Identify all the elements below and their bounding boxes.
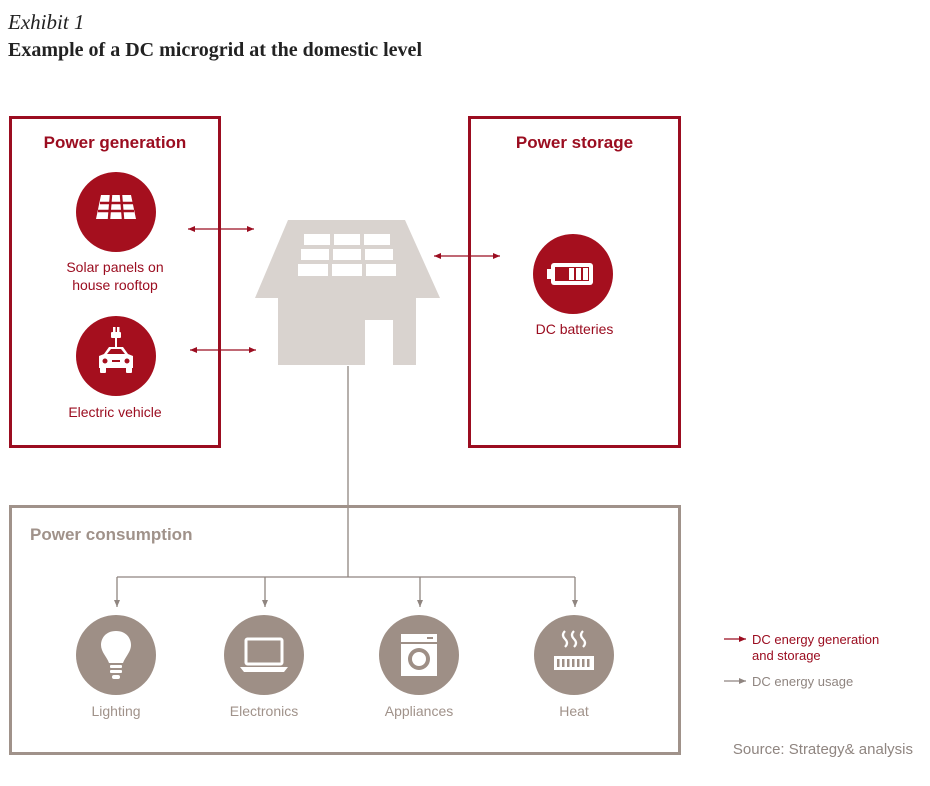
electric-car-icon xyxy=(99,327,133,373)
solar-label: Solar panels on house rooftop xyxy=(9,258,221,294)
electric-vehicle-label: Electric vehicle xyxy=(68,404,162,420)
power-consumption-title: Power consumption xyxy=(30,525,193,544)
heat-circle xyxy=(534,615,614,695)
electronics-label: Electronics xyxy=(229,703,299,719)
exhibit-label: Exhibit 1 xyxy=(8,10,85,34)
lightbulb-icon xyxy=(101,631,131,679)
lighting-circle xyxy=(76,615,156,695)
battery-icon xyxy=(547,263,593,285)
usage-tree xyxy=(114,366,578,607)
appliances-label: Appliances xyxy=(384,703,454,719)
solar-label-line1: Solar panels on xyxy=(66,259,164,275)
laptop-icon xyxy=(240,637,288,672)
electric-vehicle-circle xyxy=(76,316,156,396)
solar-panel-icon xyxy=(96,194,136,220)
source-note: Source: Strategy& analysis xyxy=(732,741,913,758)
heat-label: Heat xyxy=(559,703,589,719)
house-icon xyxy=(255,220,440,365)
legend-generation-storage: DC energy generation and storage xyxy=(752,632,879,664)
page-title: Example of a DC microgrid at the domesti… xyxy=(8,39,422,61)
washing-machine-icon xyxy=(401,634,437,676)
lighting-label: Lighting xyxy=(91,703,141,719)
legend-red-line1: DC energy generation xyxy=(752,632,880,647)
power-generation-title: Power generation xyxy=(43,133,187,152)
electronics-circle xyxy=(224,615,304,695)
appliances-circle xyxy=(379,615,459,695)
solar-panel-circle xyxy=(76,172,156,252)
battery-label: DC batteries xyxy=(535,321,614,337)
battery-circle xyxy=(533,234,613,314)
solar-label-line2: house rooftop xyxy=(72,277,158,293)
power-generation-box xyxy=(9,116,221,448)
legend-red-line2: and storage xyxy=(752,648,821,663)
power-storage-box xyxy=(468,116,681,448)
power-consumption-box xyxy=(9,505,681,755)
heater-icon xyxy=(554,630,594,670)
legend-energy-usage: DC energy usage xyxy=(752,674,854,689)
power-storage-title: Power storage xyxy=(515,133,634,152)
